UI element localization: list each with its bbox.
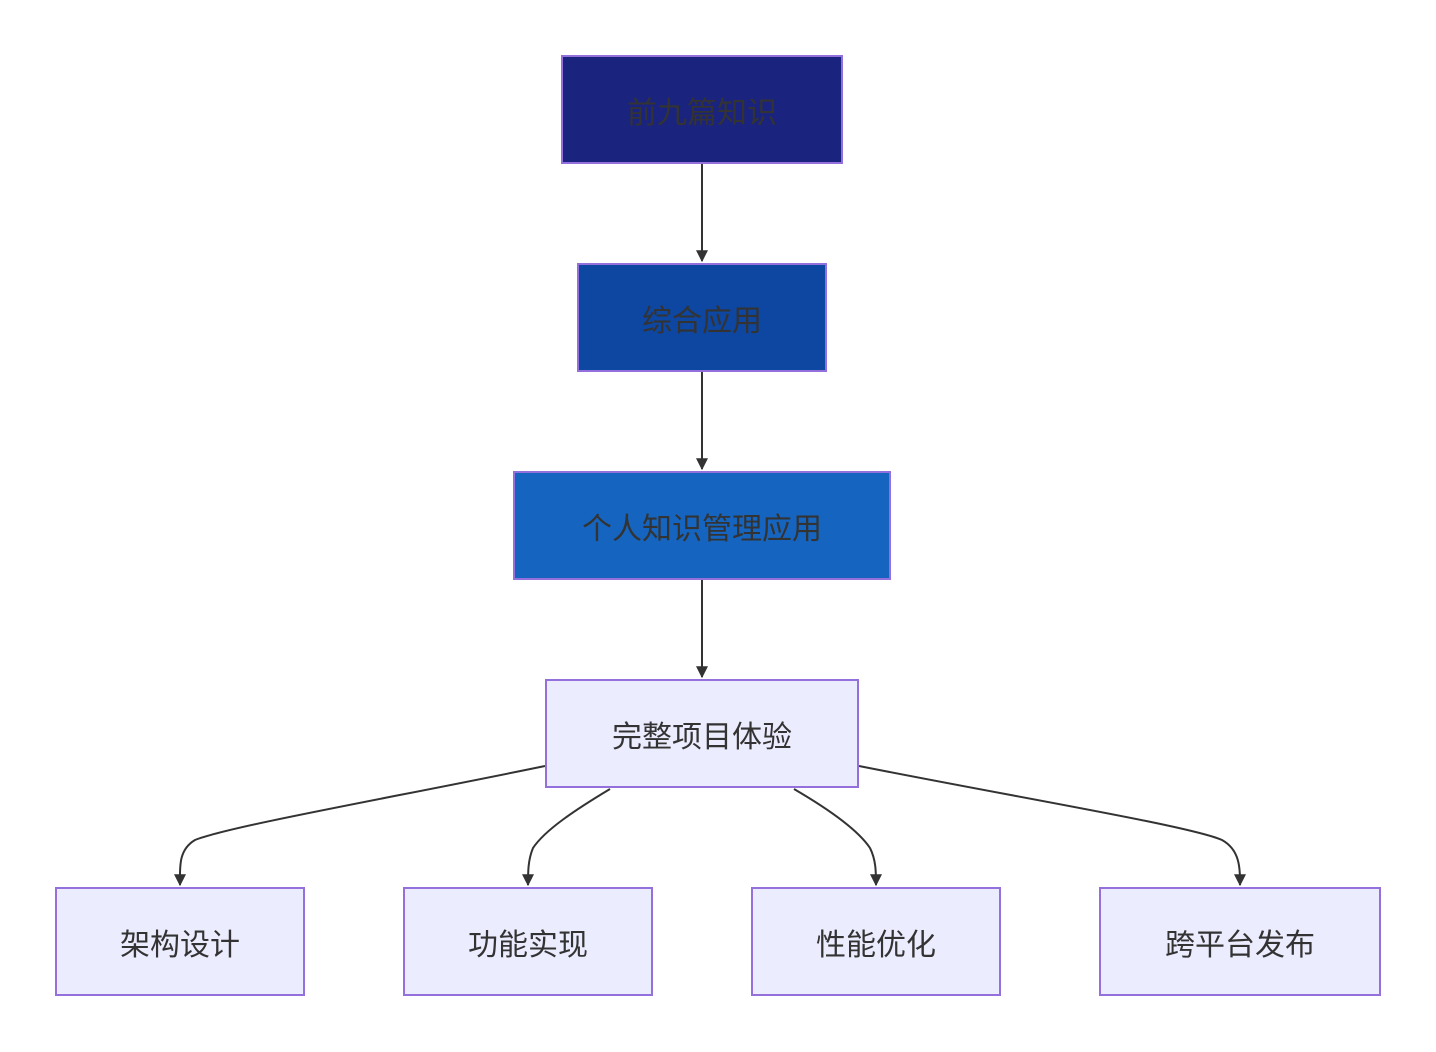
node-prior-knowledge-label: 前九篇知识: [627, 95, 777, 131]
node-prior-knowledge: 前九篇知识: [561, 55, 843, 164]
node-full-project-label: 完整项目体验: [612, 719, 792, 755]
node-comprehensive-app: 综合应用: [577, 263, 827, 372]
edge-project-to-architecture: [173, 765, 546, 887]
node-cross-platform-label: 跨平台发布: [1165, 927, 1315, 963]
node-implementation-label: 功能实现: [468, 927, 588, 963]
node-optimization-label: 性能优化: [816, 927, 936, 963]
node-comprehensive-app-label: 综合应用: [642, 303, 762, 339]
edge-project-to-optimization: [793, 788, 882, 887]
node-full-project: 完整项目体验: [545, 679, 859, 788]
node-pkm-app-label: 个人知识管理应用: [582, 511, 822, 547]
node-pkm-app: 个人知识管理应用: [513, 471, 891, 580]
node-implementation: 功能实现: [403, 887, 653, 996]
node-optimization: 性能优化: [751, 887, 1001, 996]
node-architecture-label: 架构设计: [120, 927, 240, 963]
edge-project-to-implementation: [522, 788, 611, 887]
edge-project-to-cross-platform: [858, 765, 1246, 887]
node-cross-platform: 跨平台发布: [1099, 887, 1381, 996]
node-architecture: 架构设计: [55, 887, 305, 996]
